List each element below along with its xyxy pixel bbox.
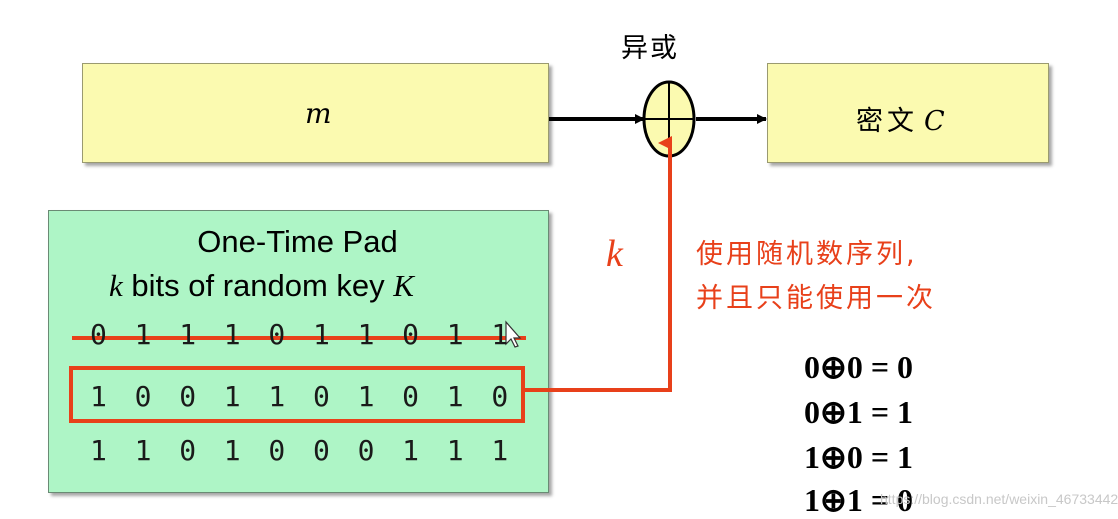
key-label: k xyxy=(606,233,623,275)
key-bit: 0 xyxy=(312,380,330,413)
note-line-2: 并且只能使用一次 xyxy=(696,283,936,314)
key-bit: 0 xyxy=(179,380,197,413)
key-bit: 1 xyxy=(446,380,464,413)
key-bit: 1 xyxy=(90,434,107,467)
truth-table-row: 0⊕0 = 0 xyxy=(804,349,914,385)
key-bit: 1 xyxy=(223,434,241,467)
key-bit: 0 xyxy=(312,434,330,467)
key-bit: 0 xyxy=(268,318,286,351)
key-bit: 1 xyxy=(357,318,375,351)
key-bit: 0 xyxy=(134,380,152,413)
key-bit: 1 xyxy=(402,434,420,467)
key-bit: 1 xyxy=(446,434,464,467)
pad-title: One-Time Pad xyxy=(197,224,398,259)
key-bit: 1 xyxy=(90,380,107,413)
key-bit: 1 xyxy=(357,380,375,413)
truth-table-row: 1⊕1 = 0 xyxy=(804,482,914,518)
note-line-1: 使用随机数序列, xyxy=(696,239,918,270)
key-bit: 1 xyxy=(134,434,152,467)
key-bit: 0 xyxy=(402,318,420,351)
message-box xyxy=(82,63,549,163)
key-bit: 1 xyxy=(312,318,330,351)
key-arrow xyxy=(523,136,672,392)
pad-subtitle-K: K xyxy=(393,268,414,303)
key-bit: 1 xyxy=(446,318,464,351)
ciphertext-text: 密文 xyxy=(856,106,918,137)
key-bit: 1 xyxy=(491,434,509,467)
key-bit: 0 xyxy=(90,318,107,351)
ciphertext-variable: C xyxy=(924,106,945,137)
key-bit: 0 xyxy=(179,434,197,467)
one-time-pad-box xyxy=(48,210,549,493)
selected-key-highlight xyxy=(69,366,525,423)
ciphertext-box xyxy=(767,63,1049,163)
diagram-connectors xyxy=(69,80,767,423)
mouse-cursor-icon xyxy=(505,320,522,348)
key-bit: 0 xyxy=(357,434,375,467)
key-bit: 1 xyxy=(134,318,152,351)
key-bit: 0 xyxy=(268,434,286,467)
key-bit: 1 xyxy=(491,318,509,351)
watermark: https://blog.csdn.net/weixin_46733442 xyxy=(880,491,1118,507)
pad-subtitle-k: k xyxy=(109,268,123,303)
pad-subtitle-text: bits of random key xyxy=(122,268,394,303)
truth-table-row: 0⊕1 = 1 xyxy=(804,394,914,430)
pad-subtitle: k bits of random key K xyxy=(109,268,414,304)
key-bit: 0 xyxy=(491,380,509,413)
message-label: m xyxy=(305,97,332,130)
truth-table-row: 1⊕0 = 1 xyxy=(804,439,914,475)
key-bit: 1 xyxy=(223,380,241,413)
key-bit: 1 xyxy=(268,380,286,413)
key-bit: 0 xyxy=(402,380,420,413)
key-bit: 1 xyxy=(179,318,197,351)
xor-label: 异或 xyxy=(621,33,679,64)
key-bit: 1 xyxy=(223,318,241,351)
